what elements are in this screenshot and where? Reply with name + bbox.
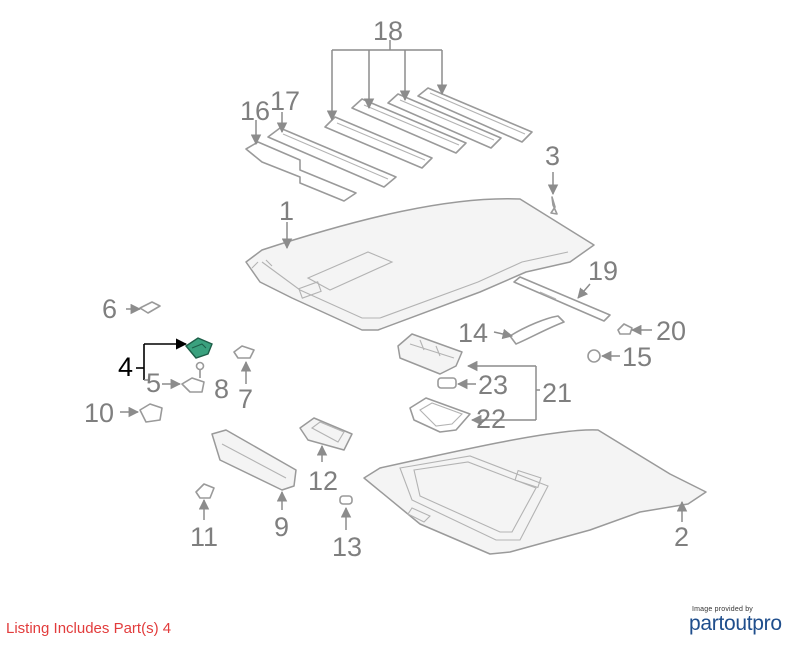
- sun-visor-9: [211, 429, 297, 491]
- roof-headliner-1: [245, 197, 595, 331]
- callout-23: 23: [478, 370, 508, 400]
- callout-4: 4: [118, 352, 133, 382]
- visor-holder-11: [195, 483, 215, 499]
- callout-6: 6: [102, 294, 117, 324]
- callout-14: 14: [458, 318, 488, 348]
- callout-1: 1: [279, 196, 294, 226]
- listing-note: Listing Includes Part(s) 4: [6, 620, 172, 637]
- screw-8: [195, 361, 205, 378]
- insulator-pads-18: [324, 87, 533, 169]
- callout-22: 22: [476, 404, 506, 434]
- sunroof-headliner-2: [363, 429, 707, 555]
- plug-15: [587, 349, 601, 363]
- callout-11: 11: [190, 522, 218, 552]
- insulator-pad-17: [267, 127, 397, 188]
- callout-2: 2: [674, 522, 689, 552]
- callout-19: 19: [588, 256, 618, 286]
- clip-20: [617, 323, 633, 335]
- bracket-5: [181, 377, 205, 393]
- bracket-10: [139, 403, 163, 423]
- holder-7: [233, 345, 255, 359]
- callout-16: 16: [240, 96, 270, 126]
- image-credit-caption: Image provided by: [692, 606, 753, 613]
- callout-13: 13: [332, 532, 362, 562]
- callout-8: 8: [214, 374, 229, 404]
- clip-3: [550, 196, 558, 215]
- vanity-lamp-12: [299, 417, 353, 451]
- insulator-pad-16: [245, 141, 357, 202]
- callout-21: 21: [542, 378, 572, 408]
- assist-grip-14: [509, 315, 565, 345]
- partoutpro-logo: partoutpro: [689, 612, 782, 635]
- callout-5: 5: [146, 368, 161, 398]
- callout-10: 10: [84, 398, 114, 428]
- bulb-23: [437, 377, 457, 389]
- callout-15: 15: [622, 342, 652, 372]
- callout-7: 7: [238, 384, 253, 414]
- lamp-lens-22: [409, 397, 471, 433]
- callout-20: 20: [656, 316, 686, 346]
- callout-3: 3: [545, 141, 560, 171]
- callout-9: 9: [274, 512, 289, 542]
- leader-lines: [120, 40, 688, 530]
- roof-trim-19: [513, 276, 611, 322]
- callout-labels: 18 16 17 3 1 19 6 14 20 15 4 5 8 7 23 21…: [84, 16, 689, 562]
- map-lamp-21: [397, 333, 463, 375]
- callout-12: 12: [308, 466, 338, 496]
- bulb-13: [339, 495, 353, 505]
- callout-18: 18: [373, 16, 403, 46]
- callout-17: 17: [270, 86, 300, 116]
- highlighted-part-4: [184, 337, 213, 359]
- cover-6: [139, 301, 161, 314]
